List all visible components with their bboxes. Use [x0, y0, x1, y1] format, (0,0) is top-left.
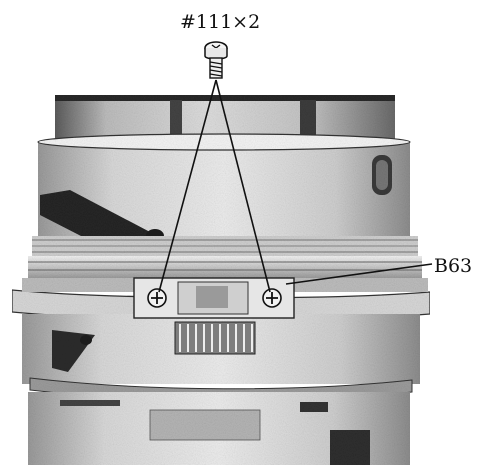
part-label-b63: B63 — [434, 255, 472, 277]
gear-teeth — [174, 321, 256, 355]
screw-head-right — [262, 288, 282, 308]
leader-line-right-screw — [215, 79, 271, 293]
screw-head-left — [147, 288, 167, 308]
screw-count-label: #111×2 — [180, 11, 260, 33]
leader-line-b63 — [285, 263, 433, 285]
leader-line-left-screw — [158, 79, 217, 293]
screw-icon — [204, 41, 228, 79]
leader-lines — [158, 79, 433, 293]
